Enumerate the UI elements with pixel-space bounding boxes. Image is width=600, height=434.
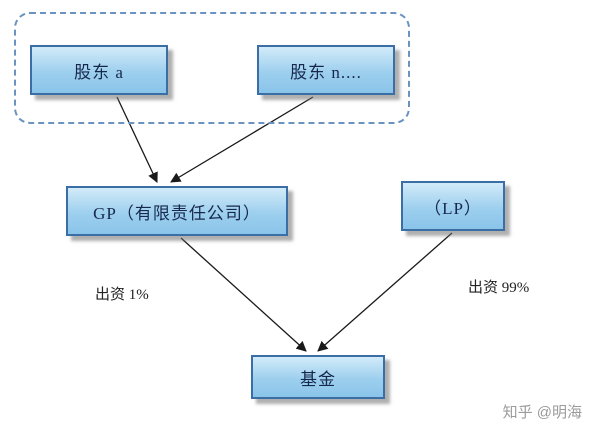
gp-label: GP（有限责任公司） xyxy=(93,203,261,223)
lp-label: （LP） xyxy=(424,198,482,218)
shareholder-n-box: 股东 n.... xyxy=(257,45,395,95)
arrow-gp-to-fund xyxy=(180,237,307,352)
gp-box: GP（有限责任公司） xyxy=(66,186,288,236)
gp-contribution-label: 出资 1% xyxy=(95,287,149,303)
arrow-lp-to-fund xyxy=(317,232,453,352)
lp-contribution-label: 出资 99% xyxy=(468,280,530,296)
shareholder-n-label: 股东 n.... xyxy=(290,62,362,82)
watermark-text: 知乎 @明海 xyxy=(502,404,582,421)
shareholder-a-label: 股东 a xyxy=(74,62,124,82)
fund-box: 基金 xyxy=(251,355,385,399)
fund-label: 基金 xyxy=(300,369,336,389)
shareholders-group-frame xyxy=(14,12,410,124)
shareholder-a-box: 股东 a xyxy=(30,45,168,95)
lp-box: （LP） xyxy=(401,181,505,231)
